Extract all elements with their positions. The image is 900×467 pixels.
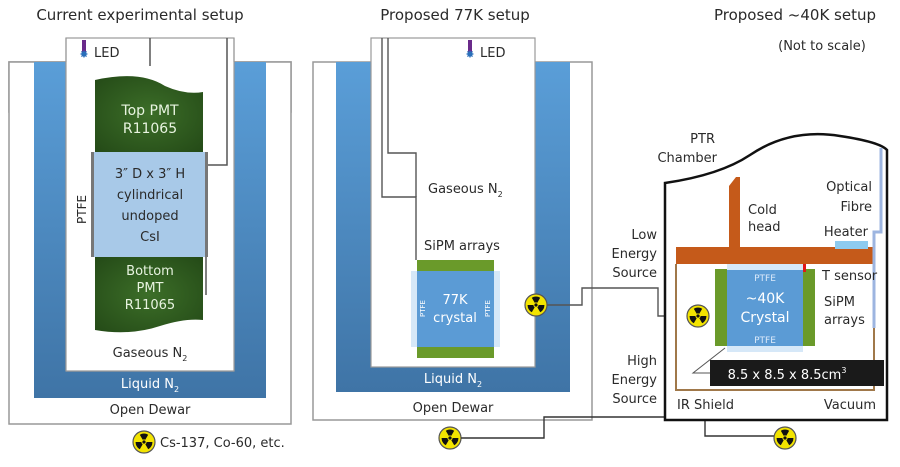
chamber-label: PTR bbox=[690, 132, 715, 147]
ir-shield-label: IR Shield bbox=[677, 398, 734, 413]
crystal-40k bbox=[727, 270, 803, 346]
cold-head-label: Cold bbox=[748, 203, 777, 218]
cable bbox=[208, 38, 228, 166]
bottom-pmt bbox=[95, 257, 203, 333]
high-energy-source-line bbox=[461, 416, 774, 439]
panel-title: Proposed ~40K setup bbox=[714, 6, 876, 24]
legend: Cs-137, Co-60, etc. bbox=[132, 430, 285, 454]
high-source-label: Energy bbox=[611, 373, 657, 388]
cold-plate bbox=[676, 247, 874, 264]
sipm-array-bottom bbox=[417, 347, 494, 358]
ptfe-label: PTFE bbox=[484, 300, 492, 317]
t-sensor-label: T sensor bbox=[821, 269, 878, 284]
ptfe-label: PTFE bbox=[754, 336, 776, 346]
csi-crystal bbox=[92, 152, 206, 257]
gas-label: Gaseous N2 bbox=[113, 346, 188, 363]
cold-head bbox=[729, 177, 740, 247]
bottom-pmt-label: Bottom bbox=[126, 264, 174, 279]
vacuum-label: Vacuum bbox=[824, 398, 876, 413]
heater-label: Heater bbox=[824, 225, 869, 240]
high-source-label: Source bbox=[612, 392, 657, 407]
top-pmt bbox=[95, 76, 203, 152]
radiation-icon bbox=[132, 430, 156, 454]
legend-text: Cs-137, Co-60, etc. bbox=[160, 436, 285, 451]
ptfe-wrap bbox=[91, 152, 94, 257]
sipm-array-top bbox=[417, 260, 494, 271]
radiation-icon bbox=[686, 304, 710, 328]
led-label: LED bbox=[94, 46, 119, 61]
crystal-label: ~40K bbox=[746, 291, 786, 307]
crystal-label: 3″ D x 3″ H bbox=[115, 167, 185, 182]
led-icon bbox=[468, 40, 472, 52]
panel-proposed-40k: Proposed ~40K setup (Not to scale) PTR C… bbox=[611, 6, 889, 450]
top-pmt-label: Top PMT bbox=[120, 103, 179, 119]
sipm-array-right bbox=[803, 269, 815, 346]
bottom-pmt-model: R11065 bbox=[125, 298, 175, 313]
low-source-label: Source bbox=[612, 266, 657, 281]
panel-title: Proposed 77K setup bbox=[380, 6, 529, 24]
led-icon bbox=[82, 40, 86, 52]
led-star-icon: ✸ bbox=[465, 48, 474, 61]
optical-fibre bbox=[872, 148, 883, 328]
sipm-array-left bbox=[715, 269, 727, 346]
ptfe-label: PTFE bbox=[754, 274, 776, 284]
chamber-label: Chamber bbox=[657, 151, 717, 166]
liquid-label: Liquid N2 bbox=[121, 377, 179, 394]
crystal-77k bbox=[417, 271, 494, 347]
ptfe-label: PTFE bbox=[75, 195, 89, 224]
led-star-icon: ✸ bbox=[79, 48, 88, 61]
low-source-label: Energy bbox=[611, 247, 657, 262]
sipm-label: SiPM bbox=[824, 295, 855, 310]
dimension-pointer bbox=[691, 347, 726, 374]
top-pmt-model: R11065 bbox=[123, 121, 177, 137]
high-source-label: High bbox=[627, 354, 657, 369]
subtitle: (Not to scale) bbox=[778, 39, 866, 54]
ir-shield bbox=[675, 264, 875, 391]
cold-head-label: head bbox=[748, 220, 780, 235]
dimension-label: 8.5 x 8.5 x 8.5cm3 bbox=[728, 366, 847, 383]
fibre-label: Optical bbox=[826, 180, 872, 195]
bottom-pmt-label: PMT bbox=[137, 281, 164, 296]
panel-proposed-77k: Proposed 77K setup ✸ LED Gaseous N2 SiPM… bbox=[312, 6, 593, 450]
crystal-label: undoped bbox=[121, 209, 178, 224]
liquid-label: Liquid N2 bbox=[424, 372, 482, 389]
crystal-label: cylindrical bbox=[117, 188, 183, 203]
panel-current-setup: Current experimental setup ✸ LED Top PMT… bbox=[8, 6, 292, 425]
dewar-label: Open Dewar bbox=[110, 403, 191, 418]
panel-title: Current experimental setup bbox=[36, 6, 243, 24]
dimension-box bbox=[710, 360, 884, 386]
fibre-label: Fibre bbox=[841, 200, 872, 215]
led-label: LED bbox=[480, 46, 505, 61]
crystal-label: crystal bbox=[433, 311, 477, 326]
gas-label: Gaseous N2 bbox=[428, 182, 503, 199]
crystal-label: Crystal bbox=[740, 310, 789, 326]
sipm-label: arrays bbox=[824, 313, 865, 328]
cable bbox=[381, 38, 417, 260]
low-source-label: Low bbox=[631, 228, 657, 243]
dewar-label: Open Dewar bbox=[413, 401, 494, 416]
radiation-icon bbox=[438, 426, 462, 450]
radiation-icon bbox=[524, 293, 548, 317]
radiation-icon bbox=[773, 426, 797, 450]
ptfe-label: PTFE bbox=[419, 300, 427, 317]
t-sensor bbox=[803, 264, 806, 272]
crystal-label: CsI bbox=[140, 230, 160, 245]
crystal-label: 77K bbox=[442, 293, 468, 308]
low-energy-source-line bbox=[547, 287, 690, 317]
sipm-label: SiPM arrays bbox=[424, 239, 500, 254]
heater bbox=[835, 241, 868, 249]
